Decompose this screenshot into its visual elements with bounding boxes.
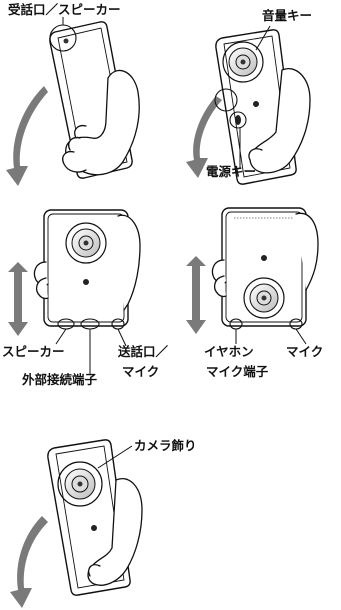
camera-ring	[243, 277, 285, 319]
hand-icon	[65, 69, 140, 176]
label-camera-decoration: カメラ飾り	[134, 438, 197, 453]
rotate-arrow-icon	[6, 86, 48, 186]
panel-bottom-ports: スピーカー 外部接続端子 送話口／ マイク	[2, 209, 169, 387]
label-power-key: 電源キー	[206, 164, 256, 179]
panel-top-ports: イヤホン マイク端子 マイク	[186, 207, 323, 379]
label-mic: マイク	[286, 344, 323, 359]
vertical-arrow-icon	[8, 262, 28, 336]
camera-decoration-ring	[57, 461, 103, 507]
logo-mark	[91, 525, 97, 531]
phone-back	[43, 209, 129, 327]
hand-icon	[87, 478, 143, 586]
vertical-arrow-icon	[186, 256, 206, 334]
panel-back-keys: 音量キー 電源キー	[186, 8, 312, 185]
label-earphone-mic-line2: マイク端子	[206, 364, 269, 379]
rotate-arrow-icon	[10, 516, 48, 608]
label-earphone-mic-line1: イヤホン	[204, 344, 254, 359]
logo-mark	[261, 255, 267, 261]
panel-camera-decoration: カメラ飾り	[10, 438, 197, 608]
rotate-arrow-icon	[186, 96, 222, 178]
label-mouthpiece-mic-line2: マイク	[122, 364, 159, 379]
hand-icon	[249, 68, 311, 174]
label-mouthpiece-mic-line1: 送話口／	[117, 344, 169, 359]
label-speaker: スピーカー	[2, 344, 65, 359]
hand-icon	[295, 212, 319, 291]
power-key-highlight	[229, 111, 247, 129]
volume-key-highlight	[214, 88, 238, 112]
label-volume-key: 音量キー	[262, 8, 312, 23]
label-receiver-speaker: 受話口／スピーカー	[8, 2, 121, 17]
panel-front-receiver: 受話口／スピーカー	[6, 2, 140, 186]
camera-ring	[222, 41, 264, 83]
camera-ring	[65, 222, 107, 264]
label-external-connector: 外部接続端子	[21, 372, 98, 387]
logo-mark	[83, 279, 89, 285]
logo-mark	[253, 101, 259, 107]
hand-icon	[117, 214, 141, 311]
